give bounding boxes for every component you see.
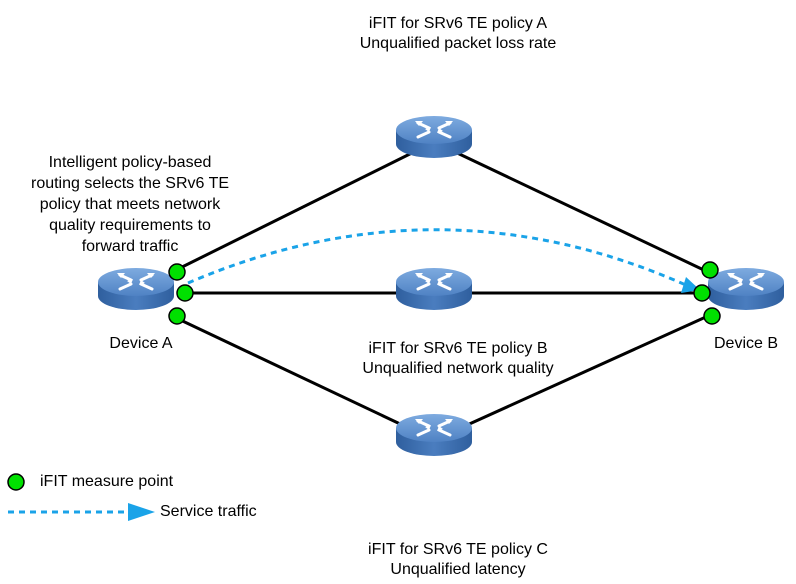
device-b-label: Device B xyxy=(713,335,779,352)
measure-point-icon xyxy=(176,284,194,302)
legend-measure-point-label: iFIT measure point xyxy=(40,473,174,490)
policy-a-status: Unqualified packet loss rate xyxy=(359,35,557,52)
router-icon-bottom xyxy=(394,412,474,458)
policy-c-title: iFIT for SRv6 TE policy C xyxy=(368,541,548,558)
router-icon-device-a xyxy=(96,266,176,312)
link-top-b xyxy=(433,140,709,274)
link-a-bottom xyxy=(171,314,435,442)
measure-point-icon xyxy=(168,263,186,281)
legend-measure-point-icon xyxy=(7,473,25,491)
router-icon-top xyxy=(394,114,474,160)
policy-a-title: iFIT for SRv6 TE policy A xyxy=(368,15,548,32)
policy-b-status: Unqualified network quality xyxy=(362,360,554,377)
measure-point-icon xyxy=(168,307,186,325)
intelligent-routing-note: Intelligent policy-based routing selects… xyxy=(30,154,230,255)
legend-traffic-arrow-icon xyxy=(128,503,155,521)
router-icon-middle xyxy=(394,266,474,312)
measure-point-icon xyxy=(693,284,711,302)
router-icon-device-b xyxy=(706,266,786,312)
service-traffic-path xyxy=(187,228,689,288)
policy-b-title: iFIT for SRv6 TE policy B xyxy=(368,340,548,357)
measure-point-icon xyxy=(701,261,719,279)
legend-service-traffic-label: Service traffic xyxy=(160,503,257,520)
link-bottom-b xyxy=(433,314,709,442)
link-a-top xyxy=(171,140,435,274)
policy-c-status: Unqualified latency xyxy=(390,561,526,578)
device-a-label: Device A xyxy=(109,335,173,352)
measure-point-icon xyxy=(703,307,721,325)
